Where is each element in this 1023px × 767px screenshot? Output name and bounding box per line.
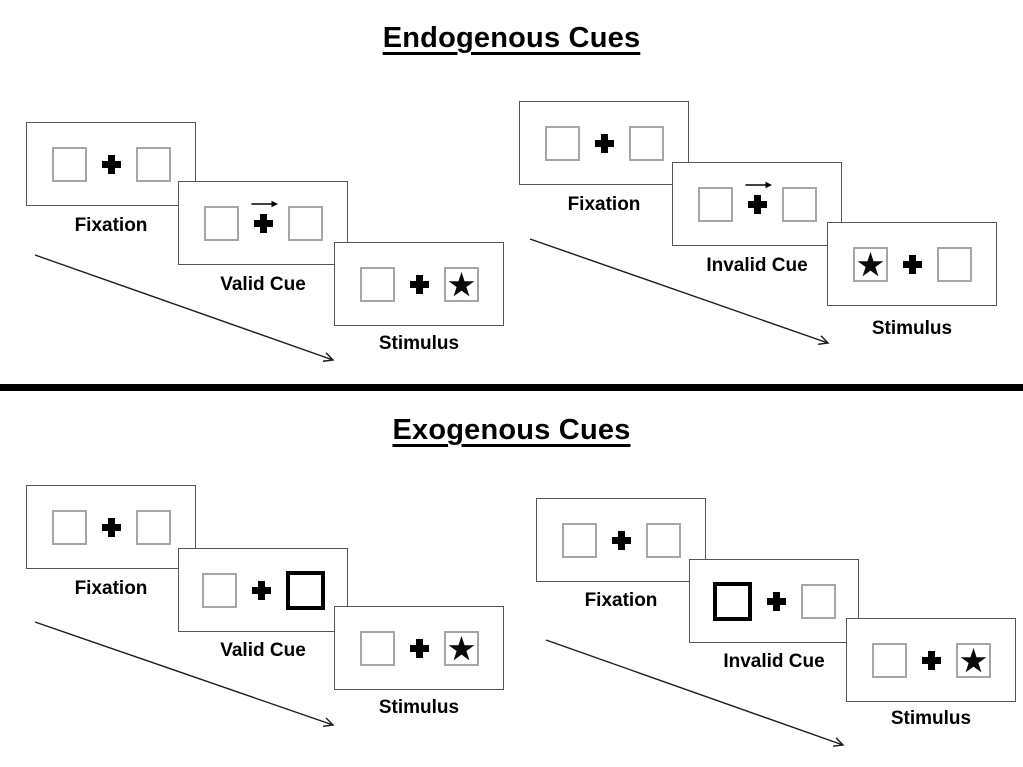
target-star-icon [448, 635, 474, 660]
fixation-cross-icon [253, 213, 273, 233]
stimulus-label: Stimulus [378, 333, 460, 354]
cue-label: Valid Cue [220, 274, 306, 295]
target-box-right [955, 642, 991, 678]
placeholder-box-right [645, 522, 681, 558]
placeholder-box-right [628, 125, 664, 161]
stimulus-card [846, 618, 1016, 702]
placeholder-box-left [561, 522, 597, 558]
cue-card [178, 548, 348, 632]
fixation-cross-icon [611, 530, 631, 550]
fixation-card [519, 101, 689, 185]
fixation-cross-icon [101, 154, 121, 174]
placeholder-box-left [871, 642, 907, 678]
target-star-icon [448, 271, 474, 296]
placeholder-box-right [936, 246, 972, 282]
fixation-cross-icon [747, 194, 767, 214]
stimulus-label: Stimulus [378, 697, 460, 718]
stimulus-card [334, 242, 504, 326]
exogenous-section-title: Exogenous Cues [0, 414, 1023, 447]
cue-highlight-box [285, 570, 325, 610]
fixation-cross-icon [101, 517, 121, 537]
fixation-card [26, 122, 196, 206]
target-star-icon [960, 647, 986, 672]
fixation-cross-icon [594, 133, 614, 153]
target-box-right [443, 630, 479, 666]
target-star-icon [857, 251, 883, 276]
placeholder-box-right [800, 583, 836, 619]
cue-highlight-box [712, 581, 752, 621]
stimulus-label: Stimulus [890, 708, 972, 729]
cue-direction-arrow-icon [745, 181, 772, 188]
timeline-arrow-icon [529, 238, 835, 349]
placeholder-box-left [359, 630, 395, 666]
placeholder-box-left [697, 186, 733, 222]
stimulus-label: Stimulus [871, 318, 953, 339]
fixation-cross-icon [921, 650, 941, 670]
cue-label: Invalid Cue [706, 255, 808, 276]
placeholder-box-right [287, 205, 323, 241]
fixation-label: Fixation [584, 590, 658, 611]
fixation-label: Fixation [567, 194, 641, 215]
placeholder-box-left [51, 146, 87, 182]
cue-label: Invalid Cue [723, 651, 825, 672]
placeholder-box-right [135, 146, 171, 182]
placeholder-box-left [544, 125, 580, 161]
fixation-cross-icon [251, 580, 271, 600]
endogenous-section-title: Endogenous Cues [0, 22, 1023, 55]
timeline-arrow-icon [34, 621, 340, 732]
placeholder-box-left [203, 205, 239, 241]
timeline-arrow-icon [34, 254, 340, 365]
fixation-cross-icon [766, 591, 786, 611]
cue-direction-arrow-icon [251, 200, 278, 207]
fixation-card [536, 498, 706, 582]
fixation-label: Fixation [74, 578, 148, 599]
fixation-cross-icon [409, 638, 429, 658]
fixation-cross-icon [902, 254, 922, 274]
cue-card [672, 162, 842, 246]
section-divider [0, 384, 1023, 391]
placeholder-box-right [781, 186, 817, 222]
cue-card [178, 181, 348, 265]
placeholder-box-left [359, 266, 395, 302]
stimulus-card [334, 606, 504, 690]
cue-label: Valid Cue [220, 640, 306, 661]
endogenous-title-text: Endogenous Cues [382, 22, 641, 54]
placeholder-box-left [201, 572, 237, 608]
placeholder-box-left [51, 509, 87, 545]
fixation-card [26, 485, 196, 569]
fixation-cross-icon [409, 274, 429, 294]
stimulus-card [827, 222, 997, 306]
cue-card [689, 559, 859, 643]
exogenous-title-text: Exogenous Cues [392, 414, 631, 446]
timeline-arrow-icon [545, 639, 849, 752]
target-box-right [443, 266, 479, 302]
placeholder-box-right [135, 509, 171, 545]
target-box-left [852, 246, 888, 282]
fixation-label: Fixation [74, 215, 148, 236]
